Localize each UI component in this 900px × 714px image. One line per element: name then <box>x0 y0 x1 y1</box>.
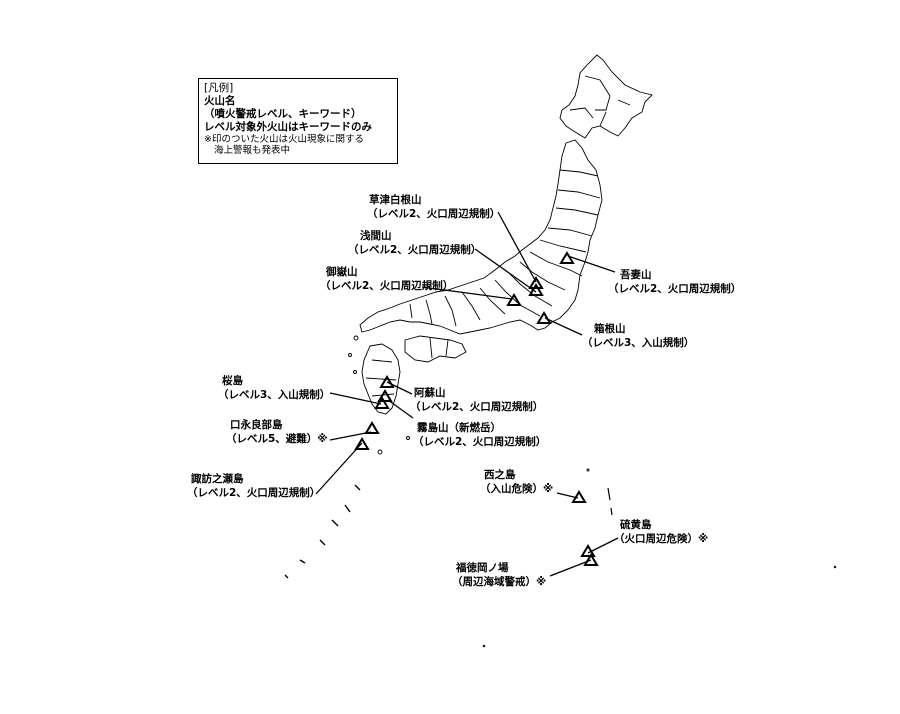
volcano-name: 西之島 <box>484 469 516 481</box>
volcano-status: （レベル2、火口周辺規制） <box>410 401 544 413</box>
volcano-status: （火口周辺危険）※ <box>614 533 709 545</box>
volcano-marker-suwanosejima <box>354 437 370 450</box>
volcano-marker-ontake <box>506 293 522 306</box>
honshu-outline <box>359 139 603 335</box>
legend-line-keyword: レベル対象外火山はキーワードのみ <box>204 121 372 133</box>
volcano-name: 阿蘇山 <box>414 387 446 399</box>
volcano-markers <box>354 251 599 566</box>
volcano-marker-hakone <box>536 311 552 324</box>
volcano-status: （レベル3、入山規制） <box>218 389 331 401</box>
volcano-label-asama: 浅間山 （レベル2、火口周辺規制） <box>348 229 481 257</box>
volcano-label-aso: 阿蘇山 （レベル2、火口周辺規制） <box>410 386 543 414</box>
volcano-marker-kusatsu-shirane <box>528 276 544 289</box>
volcano-marker-fukutoku-okanoba <box>583 553 599 566</box>
volcano-name: 桜島 <box>222 375 243 387</box>
legend-line-name: 火山名 <box>204 95 236 107</box>
volcano-status: （レベル2、火口周辺規制） <box>320 280 454 292</box>
volcano-name: 硫黄島 <box>620 519 652 531</box>
volcano-label-fukutoku-okanoba: 福徳岡ノ場 （周辺海域警戒）※ <box>452 561 546 589</box>
volcano-name: 吾妻山 <box>620 269 652 281</box>
legend-note-cont: 海上警報も発表中 <box>214 145 291 156</box>
volcano-marker-kirishima <box>377 389 393 402</box>
shikoku-outline <box>404 335 467 363</box>
volcano-name: 口永良部島 <box>230 419 283 431</box>
volcano-status: （レベル2、火口周辺規制） <box>367 208 501 220</box>
kyushu-outline <box>361 343 401 415</box>
volcano-status: （レベル5、避難）※ <box>226 433 328 445</box>
volcano-marker-azuma <box>559 251 575 264</box>
leader-lines <box>315 211 619 577</box>
volcano-status: （レベル2、火口周辺規制） <box>187 487 321 499</box>
legend-title: [凡例] <box>204 82 234 94</box>
volcano-name: 浅間山 <box>360 230 392 242</box>
volcano-marker-nishinoshima <box>571 490 587 503</box>
volcano-label-kirishima: 霧島山（新燃岳） （レベル2、火口周辺規制） <box>413 421 546 449</box>
volcano-label-ontake: 御嶽山 （レベル2、火口周辺規制） <box>320 265 453 293</box>
volcano-label-iwoto: 硫黄島 （火口周辺危険）※ <box>614 518 708 546</box>
volcano-marker-iwoto <box>580 544 596 557</box>
volcano-status: （入山危険）※ <box>480 483 554 495</box>
volcano-label-sakurajima: 桜島 （レベル3、入山規制） <box>218 374 330 402</box>
volcano-name: 霧島山（新燃岳） <box>417 422 501 434</box>
legend-note: ※印のついた火山は火山現象に関する <box>204 134 364 145</box>
volcano-label-kusatsu-shirane: 草津白根山 （レベル2、火口周辺規制） <box>367 193 500 221</box>
volcano-status: （レベル2、火口周辺規制） <box>608 283 742 295</box>
volcano-label-kuchinoerabu: 口永良部島 （レベル5、避難）※ <box>226 418 328 446</box>
volcano-name: 草津白根山 <box>369 194 422 206</box>
volcano-status: （レベル2、火口周辺規制） <box>413 436 547 448</box>
volcano-name: 諏訪之瀬島 <box>191 473 244 485</box>
volcano-marker-kuchinoerabu <box>364 421 380 434</box>
volcano-label-azuma: 吾妻山 （レベル2、火口周辺規制） <box>608 268 741 296</box>
volcano-name: 福徳岡ノ場 <box>456 562 509 574</box>
volcano-label-hakone: 箱根山 （レベル3、入山規制） <box>582 322 694 350</box>
volcano-status: （レベル3、入山規制） <box>582 337 695 349</box>
map-legend: [凡例] 火山名 （噴火警戒レベル、キーワード） レベル対象外火山はキーワードの… <box>198 78 398 164</box>
volcano-label-suwanosejima: 諏訪之瀬島 （レベル2、火口周辺規制） <box>187 472 320 500</box>
volcano-status: （レベル2、火口周辺規制） <box>348 244 482 256</box>
volcano-name: 箱根山 <box>594 323 626 335</box>
hokkaido-outline <box>559 54 653 139</box>
legend-line-level: （噴火警戒レベル、キーワード） <box>204 108 362 120</box>
volcano-name: 御嶽山 <box>326 266 358 278</box>
volcano-status: （周辺海域警戒）※ <box>452 576 547 588</box>
japan-outline <box>284 54 837 648</box>
volcano-label-nishinoshima: 西之島 （入山危険）※ <box>480 468 553 496</box>
volcano-marker-sakurajima <box>374 396 390 409</box>
volcano-marker-asama <box>528 283 544 296</box>
volcano-marker-aso <box>379 375 395 388</box>
